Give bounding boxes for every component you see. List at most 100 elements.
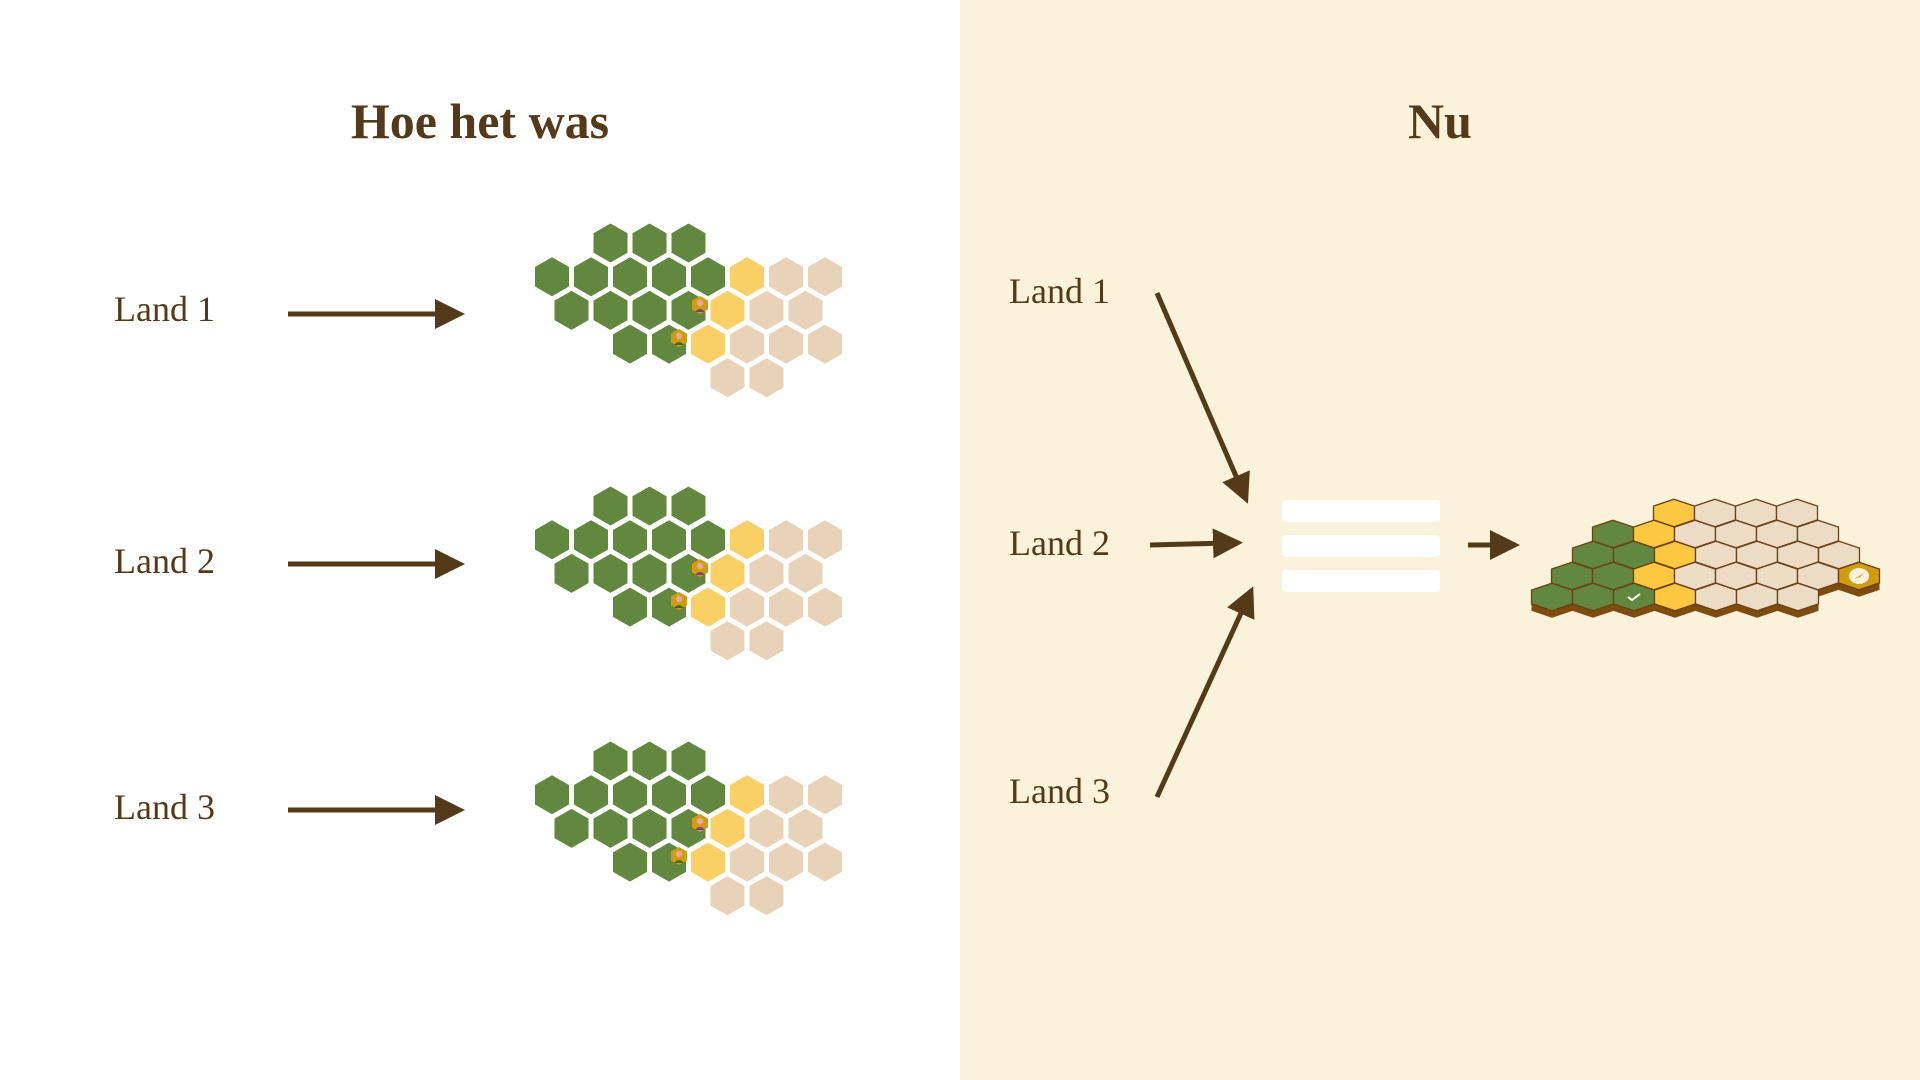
shared-server-bar-3 (1282, 570, 1440, 592)
map-tile (593, 223, 628, 263)
now-arrow-2 (1149, 528, 1243, 559)
avatar-purple-icon (692, 559, 708, 577)
map-tile (593, 741, 628, 781)
map-tile (769, 520, 803, 560)
map-tile (710, 290, 745, 330)
map-tile (691, 775, 725, 815)
map-tile (691, 842, 725, 882)
map-tile (808, 842, 842, 882)
map-tile (593, 486, 628, 526)
board-tile (1653, 582, 1697, 618)
map-tile (769, 842, 803, 882)
map-tile (710, 621, 745, 661)
map-tile (574, 775, 608, 815)
map-tile (613, 842, 647, 882)
map-tile (691, 257, 725, 297)
avatar-purple-icon (692, 296, 708, 314)
map-tile (749, 290, 784, 330)
shared-server-bar-1 (1282, 500, 1440, 522)
map-tile (613, 324, 647, 364)
now-land-3-label: Land 3 (1009, 771, 1110, 811)
now-title: Nu (1408, 93, 1472, 149)
now-land-2-label: Land 2 (1009, 523, 1110, 563)
map-tile (808, 587, 842, 627)
board-tile (1776, 582, 1820, 618)
compass-icon (1849, 568, 1869, 584)
map-tile (769, 257, 803, 297)
map-tile (749, 808, 784, 848)
map-tile (769, 775, 803, 815)
before-map-1 (535, 223, 842, 398)
map-tile (710, 876, 745, 916)
before-land-3-label: Land 3 (114, 787, 215, 827)
map-tile (749, 553, 784, 593)
map-tile (613, 520, 647, 560)
map-tile (749, 358, 784, 398)
map-tile (593, 553, 628, 593)
map-tile (730, 520, 764, 560)
map-tile (613, 257, 647, 297)
map-tile (652, 257, 686, 297)
check-icon (1627, 593, 1641, 602)
board-tile (1571, 582, 1615, 618)
shared-server-bar-2 (1282, 535, 1440, 557)
map-tile (671, 486, 706, 526)
now-shared-board (1530, 498, 1881, 618)
map-tile (554, 290, 589, 330)
map-tile (632, 553, 667, 593)
avatar-purple-icon (692, 814, 708, 832)
map-tile (730, 324, 764, 364)
map-tile (691, 324, 725, 364)
before-title: Hoe het was (350, 93, 610, 149)
map-tile (710, 808, 745, 848)
map-tile (769, 587, 803, 627)
map-tile (730, 587, 764, 627)
map-tile (632, 808, 667, 848)
map-tile (671, 741, 706, 781)
map-tile (730, 842, 764, 882)
map-tile (535, 257, 569, 297)
map-tile (632, 486, 667, 526)
map-tile (808, 520, 842, 560)
map-tile (808, 324, 842, 364)
before-map-3 (535, 741, 842, 916)
map-tile (535, 520, 569, 560)
map-tile (691, 587, 725, 627)
map-tile (788, 553, 823, 593)
map-tile (652, 775, 686, 815)
board-tile (1694, 582, 1738, 618)
map-tile (788, 290, 823, 330)
avatar-green-icon (671, 847, 687, 865)
map-tile (593, 808, 628, 848)
map-tile (535, 775, 569, 815)
board-tile (1837, 561, 1881, 597)
map-tile (769, 324, 803, 364)
map-tile (730, 257, 764, 297)
now-arrow-1 (1154, 292, 1250, 504)
map-tile (613, 587, 647, 627)
map-tile (613, 775, 647, 815)
map-tile (671, 223, 706, 263)
board-tile (1612, 582, 1656, 618)
board-tile (1735, 582, 1779, 618)
board-tile (1530, 582, 1574, 618)
map-tile (710, 553, 745, 593)
map-tile (574, 257, 608, 297)
map-tile (691, 520, 725, 560)
now-land-1-label: Land 1 (1009, 271, 1110, 311)
before-land-2-label: Land 2 (114, 541, 215, 581)
avatar-green-icon (671, 329, 687, 347)
avatar-green-icon (671, 592, 687, 610)
before-map-2 (535, 486, 842, 661)
map-tile (632, 290, 667, 330)
map-tile (574, 520, 608, 560)
map-tile (554, 553, 589, 593)
now-arrow-3 (1154, 586, 1255, 799)
map-tile (808, 257, 842, 297)
map-tile (749, 621, 784, 661)
map-tile (710, 358, 745, 398)
map-tile (632, 223, 667, 263)
map-tile (632, 741, 667, 781)
before-land-1-label: Land 1 (114, 289, 215, 329)
